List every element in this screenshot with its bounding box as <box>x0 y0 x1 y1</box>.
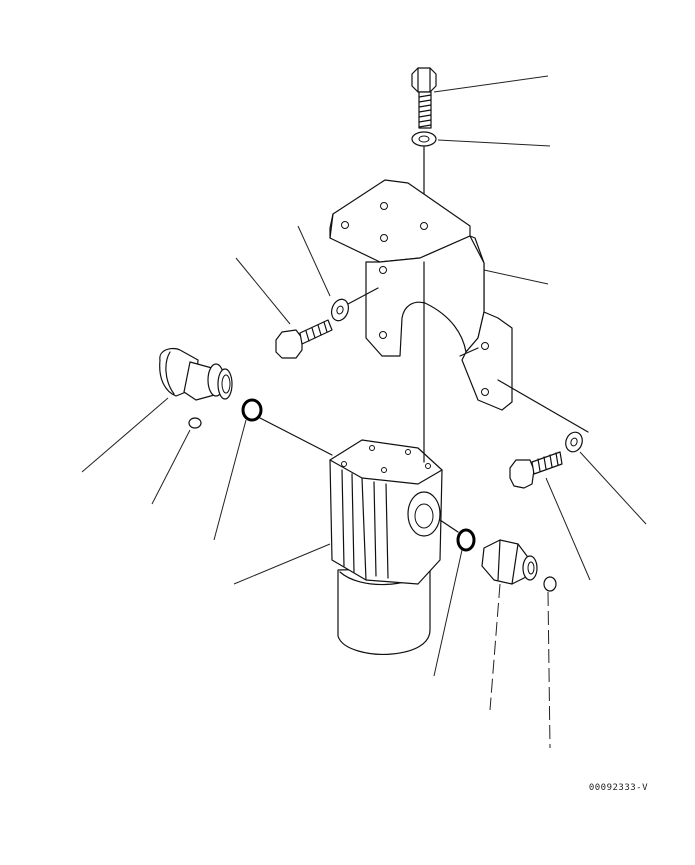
o-ring-left <box>243 400 261 420</box>
straight-fitting <box>482 540 537 584</box>
o-ring-right <box>458 530 474 550</box>
side-bolt-left <box>276 320 332 358</box>
leader-lines <box>82 76 646 748</box>
drawing-code: 00092333-V <box>588 783 648 793</box>
top-mounting-bolt <box>412 68 436 128</box>
elbow-fitting <box>160 348 232 400</box>
mounting-bracket <box>330 180 512 410</box>
side-washer-left <box>329 297 352 323</box>
o-ring-small-left <box>189 418 201 428</box>
top-washer <box>412 132 436 146</box>
o-ring-small-right <box>544 577 556 591</box>
filter-head <box>330 440 442 584</box>
side-washer-right <box>563 430 585 454</box>
filter-canister <box>338 568 430 654</box>
side-bolt-right <box>510 452 562 488</box>
